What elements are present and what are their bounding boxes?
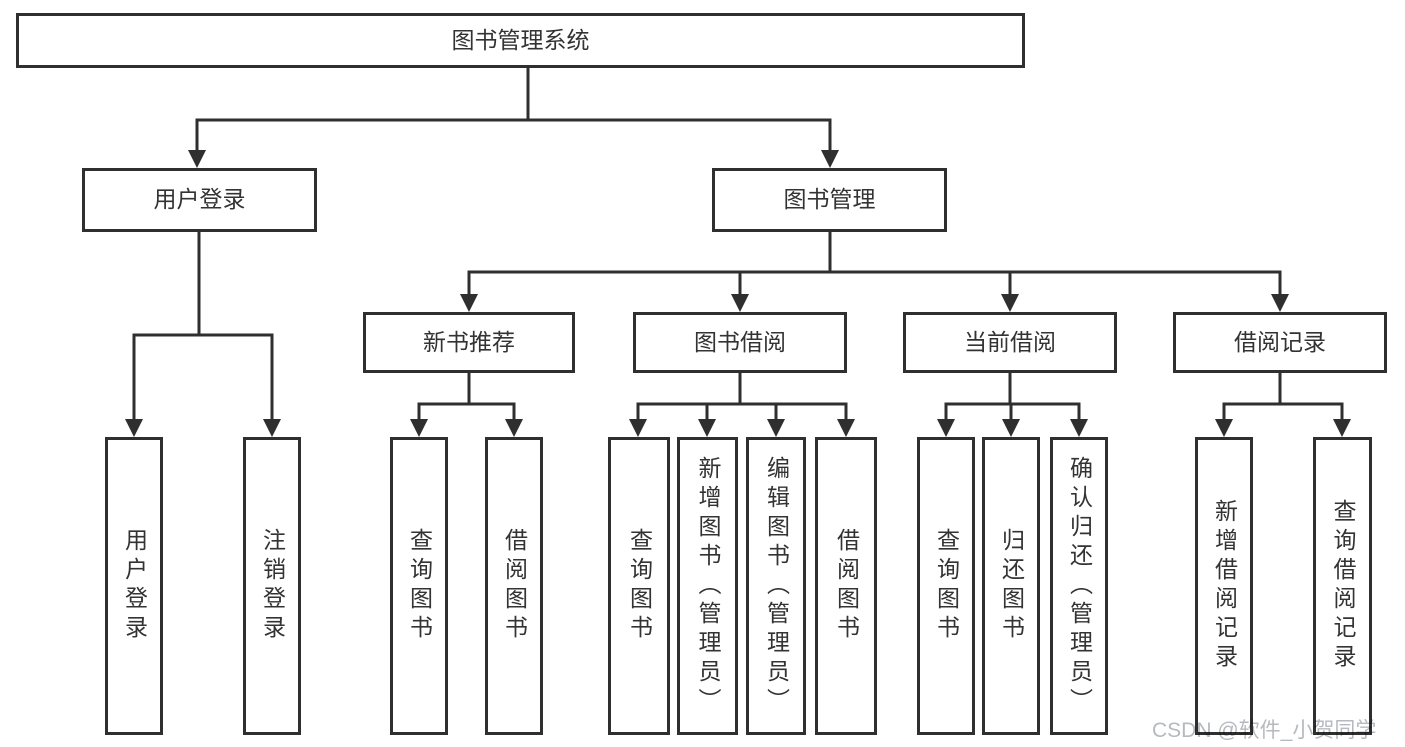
leaf-borrow-books-borrowing: 借阅图书 [815,437,877,735]
watermark: CSDN @软件_小贺同学 [1152,719,1377,742]
node-book-management: 图书管理 [712,168,947,232]
node-label: 图书管理 [783,186,876,213]
leaf-add-borrow-record: 新增借阅记录 [1195,437,1253,735]
leaf-label: 注销登录 [259,528,286,644]
node-label: 借阅记录 [1234,328,1326,355]
leaf-label: 查询图书 [626,528,653,644]
node-label: 图书借阅 [694,328,786,355]
node-book-borrowing: 图书借阅 [633,312,847,373]
leaf-label: 归还图书 [998,528,1025,644]
leaf-query-books-current: 查询图书 [917,437,975,735]
node-current-borrowing: 当前借阅 [903,312,1117,373]
leaf-query-books-borrowing: 查询图书 [608,437,670,735]
leaf-label: 用户登录 [121,528,148,644]
node-label: 用户登录 [153,186,246,213]
node-library-management-system: 图书管理系统 [16,13,1025,68]
leaf-query-borrow-record: 查询借阅记录 [1313,437,1372,735]
leaf-logout: 注销登录 [243,437,301,735]
leaf-label: 新增借阅记录 [1211,499,1238,673]
leaf-label: 借阅图书 [501,528,528,644]
node-user-login: 用户登录 [82,168,317,232]
leaf-edit-books-admin: 编辑图书（管理员） [746,437,806,735]
node-label: 图书管理系统 [451,26,590,53]
leaf-add-books-admin: 新增图书（管理员） [677,437,738,735]
leaf-return-books: 归还图书 [982,437,1040,735]
node-new-book-recommendation: 新书推荐 [363,312,575,373]
node-label: 新书推荐 [423,328,515,355]
leaf-borrow-books-recommend: 借阅图书 [485,437,543,735]
leaf-confirm-return-admin: 确认归还（管理员） [1050,437,1108,735]
leaf-query-books-recommend: 查询图书 [390,437,448,735]
leaf-label: 新增图书（管理员） [695,455,721,717]
node-label: 当前借阅 [964,328,1056,355]
leaf-label: 查询图书 [406,528,433,644]
node-borrowing-records: 借阅记录 [1173,312,1387,373]
leaf-label: 确认归还（管理员） [1066,455,1093,717]
leaf-label: 查询借阅记录 [1330,499,1356,673]
leaf-label: 编辑图书（管理员） [763,455,790,717]
leaf-label: 借阅图书 [833,528,860,644]
arrowheads [125,150,1351,437]
leaf-user-login: 用户登录 [105,437,163,735]
leaf-label: 查询图书 [933,528,960,644]
